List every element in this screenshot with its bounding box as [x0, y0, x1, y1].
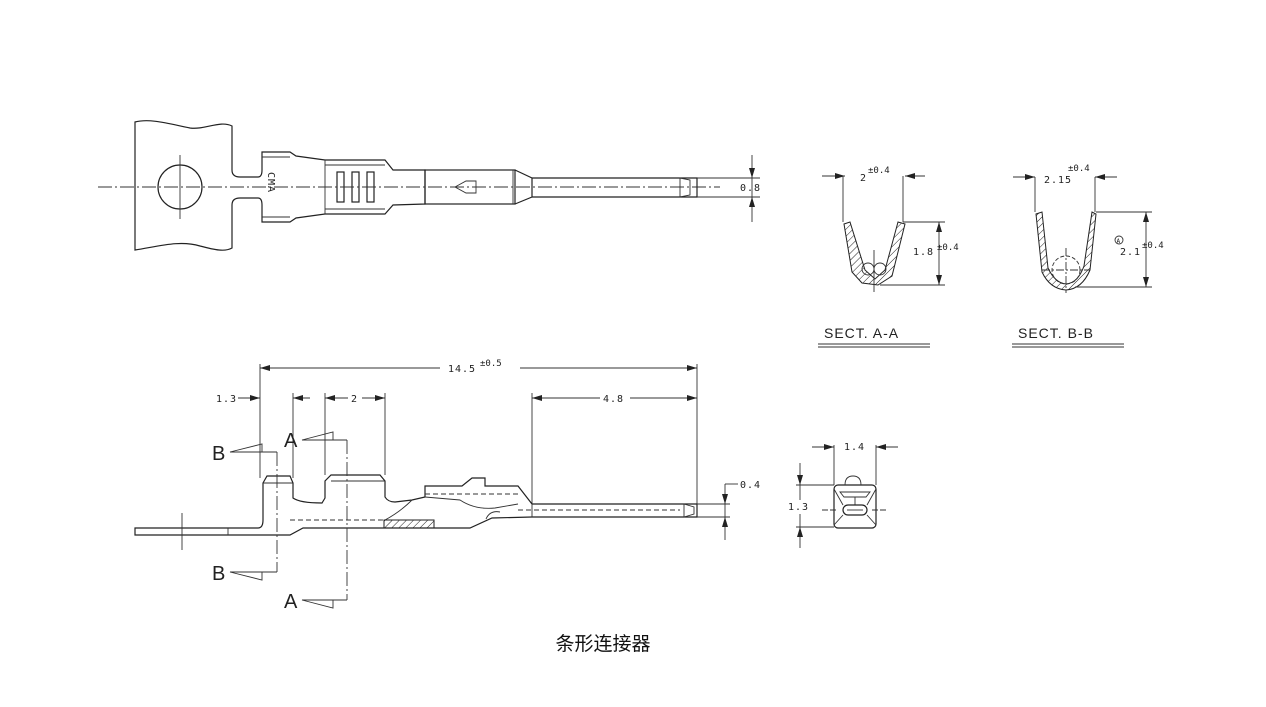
marking-text: CMA — [265, 172, 276, 193]
cut-a-top-label: A — [284, 430, 298, 452]
section-a-label: SECT. A-A — [824, 325, 899, 341]
drawing-caption: 条形连接器 — [555, 633, 650, 655]
end-width-dim: 1.4 — [844, 442, 865, 453]
section-b-b: 2.15 ±0.4 A 2.1 ±0.4 SECT. B-B — [1012, 164, 1164, 348]
cut-b-top-label: B — [212, 443, 225, 465]
overall-length-tol: ±0.5 — [480, 359, 502, 369]
overall-length-dim: 14.5 — [448, 364, 476, 375]
section-a-width-tol: ±0.4 — [868, 166, 890, 176]
section-a-height: 1.8 — [913, 247, 934, 258]
section-b-marker: A — [1117, 238, 1121, 245]
cut-b-bottom-label: B — [212, 563, 225, 585]
side-view: 14.5 ±0.5 1.3 2 4.8 — [134, 359, 761, 613]
offset-dim: 1.3 — [216, 394, 237, 405]
section-b-width-tol: ±0.4 — [1068, 164, 1090, 174]
section-a-width: 2 — [860, 173, 867, 184]
pin-width-dim: 0.8 — [740, 183, 761, 194]
crimp-dim: 2 — [351, 394, 358, 405]
section-b-label: SECT. B-B — [1018, 325, 1094, 341]
section-b-height-tol: ±0.4 — [1142, 241, 1164, 251]
top-view: CMA 0.8 — [98, 120, 761, 251]
hatched-region — [383, 519, 435, 529]
end-view: 1.4 1.3 — [786, 442, 898, 548]
section-b-height: 2.1 — [1120, 247, 1141, 258]
section-a-a: 2 ±0.4 1.8 ±0.4 SECT. A-A — [818, 166, 959, 348]
pin-length-dim: 4.8 — [603, 394, 624, 405]
section-a-height-tol: ±0.4 — [937, 243, 959, 253]
section-b-width: 2.15 — [1044, 175, 1072, 186]
pin-thickness-dim: 0.4 — [740, 480, 761, 491]
cut-a-bottom-label: A — [284, 591, 298, 613]
end-height-dim: 1.3 — [788, 502, 809, 513]
